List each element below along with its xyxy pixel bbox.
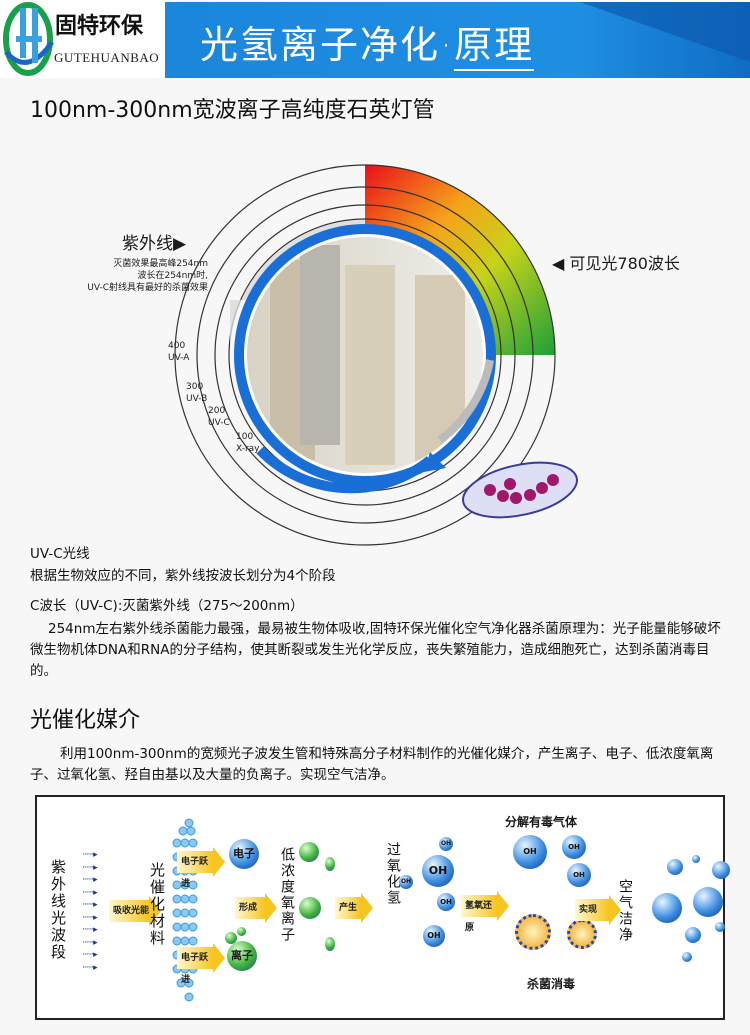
realize-arrow: 实现 [575, 895, 621, 925]
toxic-gas-icon: OH [567, 863, 591, 887]
ring-300 [196, 186, 534, 524]
clean-air-bubble-icon [667, 859, 683, 875]
uv-note-line: UV-C射线具有最好的杀菌效果 [87, 283, 208, 293]
ring-band: UV-B [186, 394, 208, 404]
banner-title: 光氢离子净化·原理 [200, 14, 535, 71]
clean-air-bubble-icon [682, 952, 692, 962]
ring-value: 300 [186, 382, 204, 392]
oh-ball: OH [439, 837, 453, 851]
electron-jump-arrow: 电子跃进 [177, 943, 225, 985]
banner: 光氢离子净化·原理 [165, 2, 750, 78]
bacteria-icon [462, 461, 578, 519]
photocatalyst-paragraph: 利用100nm-300nm的宽频光子波发生管和特殊高分子材料制作的光催化媒介，产… [30, 746, 714, 783]
ring-200 [214, 204, 516, 506]
ring-value: 200 [208, 406, 226, 416]
clean-air-bubble-icon [692, 855, 700, 863]
uvc-title: UV-C光线 [30, 546, 90, 562]
logo: 固特环保 GUTEHUANBAO [0, 0, 165, 78]
ion-particle-icon [225, 932, 237, 944]
peroxide-label: 过氧化氢 [385, 842, 401, 906]
absorb-arrow: 吸收光能 [109, 896, 161, 926]
sterilize-icon [567, 919, 597, 949]
oxygen-ion-icon [325, 937, 335, 951]
uvc-line: C波长（UV-C):灭菌紫外线（275～200nm） [30, 598, 304, 614]
ring-value: 400 [168, 341, 186, 351]
uv-note-line: 灭菌效果最高峰254nm [113, 259, 208, 269]
oh-ball: OH [399, 875, 413, 889]
clean-air-bubble-icon [712, 861, 730, 879]
uv-band-label: 紫外线光波段 [49, 859, 67, 961]
ring-band: UV-A [168, 353, 190, 363]
clean-air-label: 空气洁净 [617, 879, 633, 943]
ring-band: UV-C [208, 418, 230, 428]
oh-ball: OH [437, 893, 455, 911]
form-arrow: 形成 [235, 893, 277, 923]
reduce-arrow: 氢氧还原 [461, 891, 509, 933]
uv-label: 紫外线▶ [122, 234, 187, 254]
banner-title-main: 光氢离子净化· [200, 23, 455, 67]
oxygen-ion-icon [299, 842, 319, 862]
low-oxygen-label: 低浓度氧离子 [279, 847, 295, 943]
decompose-label: 分解有毒气体 [505, 815, 578, 829]
section-subtitle: 100nm-300nm宽波离子高纯度石英灯管 [30, 98, 435, 123]
ion-ball: 离子 [227, 941, 257, 971]
uv-rays-icon: ······▸······▸······▸······▸······▸·····… [82, 850, 98, 973]
oxygen-ion-icon [325, 857, 335, 871]
process-diagram: 紫外线光波段 ······▸······▸······▸······▸·····… [35, 795, 730, 1020]
produce-arrow: 产生 [335, 893, 373, 923]
oxygen-ion-icon [299, 897, 321, 919]
ring-band: X-ray [236, 444, 260, 454]
logo-text: 固特环保 [55, 14, 144, 39]
ion-particle-icon [237, 927, 246, 936]
header: 固特环保 GUTEHUANBAO 光氢离子净化·原理 [0, 0, 750, 78]
clean-air-bubble-icon [685, 927, 701, 943]
uv-note: 灭菌效果最高峰254nm 波长在254nm时, UV-C射线具有最好的杀菌效果 [60, 258, 208, 294]
electron-jump-arrow: 电子跃进 [177, 847, 225, 889]
clean-air-bubble-icon [652, 893, 682, 923]
uv-note-line: 波长在254nm时, [137, 271, 208, 281]
toxic-gas-icon: OH [562, 835, 586, 859]
logo-mark-icon [3, 2, 54, 76]
sterilize-label: 杀菌消毒 [527, 977, 576, 991]
logo-text-en: GUTEHUANBAO [54, 50, 160, 65]
uv-spectrum-diagram [174, 164, 578, 546]
clean-air-bubble-icon [715, 922, 725, 932]
uvc-line: 根据生物效应的不同，紫外线按波长划分为4个阶段 [30, 568, 336, 584]
visible-light-label: ◀ 可见光780波长 [552, 254, 680, 273]
oh-ball: OH [422, 855, 454, 887]
ring-value: 100 [236, 432, 254, 442]
clean-air-bubble-icon [693, 887, 723, 917]
sterilize-icon [515, 914, 551, 950]
electron-ball: 电子 [229, 839, 259, 869]
toxic-gas-icon: OH [513, 835, 547, 869]
uvc-paragraph: 254nm左右紫外线杀菌能力最强，最易被生物体吸收,固特环保光催化空气净化器杀菌… [30, 621, 721, 679]
ring-400 [174, 164, 556, 546]
material-label: 光催化材料 [148, 862, 166, 947]
oh-ball: OH [423, 925, 445, 947]
section-title: 光催化媒介 [30, 708, 141, 733]
banner-title-accent: 原理 [454, 14, 535, 71]
